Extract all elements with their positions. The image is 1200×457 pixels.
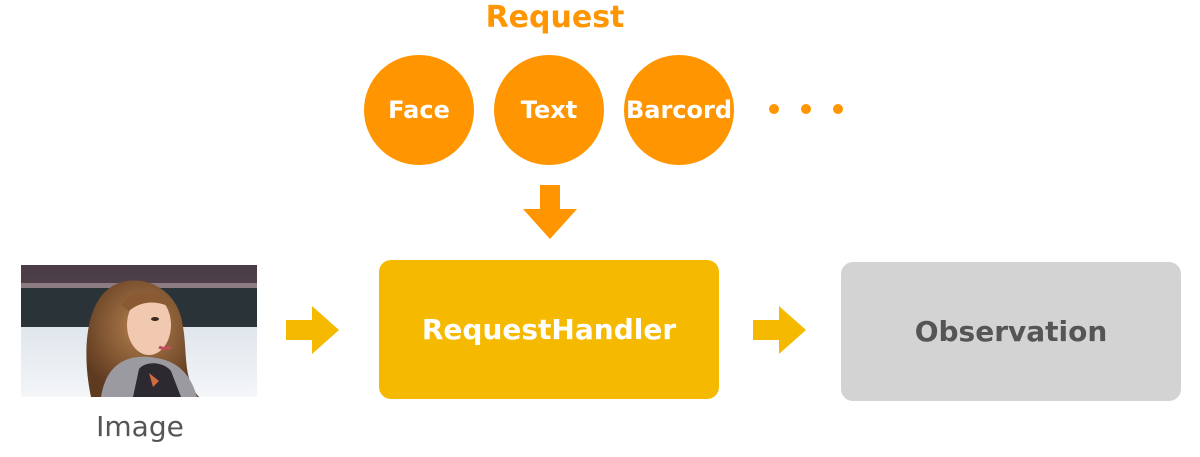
request-handler-box: RequestHandler [379,260,719,399]
request-face-label: Face [388,96,450,124]
ellipsis-dot [769,104,779,114]
request-face-node: Face [364,55,474,165]
down-arrow-icon [523,185,577,239]
request-barcode-label: Barcord [625,96,733,124]
request-title: Request [485,0,625,35]
observation-box: Observation [841,262,1181,401]
request-text-label: Text [520,96,578,124]
image-label: Image [96,410,184,443]
right-arrow-icon [753,306,806,354]
request-barcode-node: Barcord [624,55,734,165]
ellipsis-dot [801,104,811,114]
request-text-node: Text [494,55,604,165]
ellipsis-dot [833,104,843,114]
right-arrow-icon [286,306,339,354]
observation-label: Observation [914,315,1108,348]
input-image [21,265,257,397]
portrait-photo-icon [21,265,257,397]
request-handler-label: RequestHandler [421,313,677,346]
more-requests-ellipsis [763,104,853,116]
